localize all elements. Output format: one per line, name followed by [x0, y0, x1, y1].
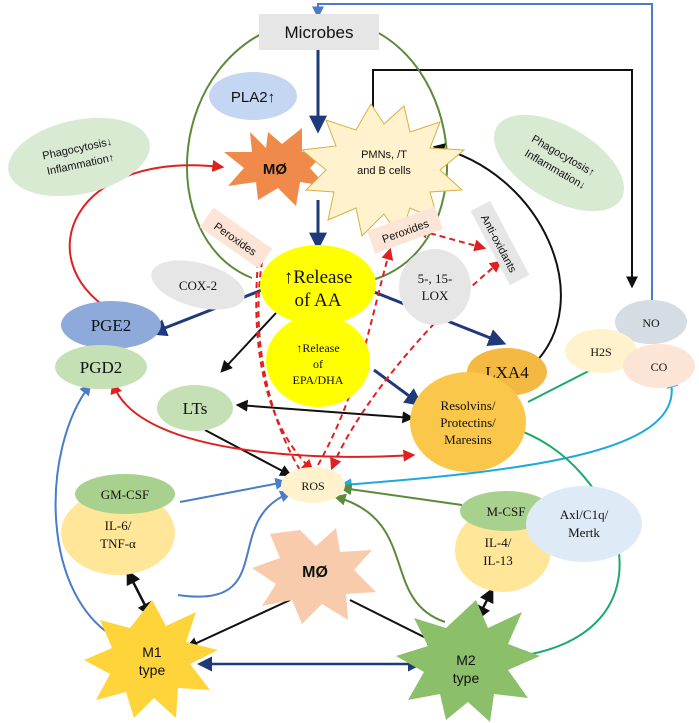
dashed-peroxides-left-ros [255, 261, 314, 472]
release-aa-line1: ↑Release [284, 267, 353, 288]
arrow-m2-to-ros [333, 493, 446, 623]
no-label: NO [642, 316, 660, 330]
dashed-antiox-ros [330, 260, 502, 471]
il4-line2: IL-13 [483, 553, 513, 568]
phagocytosis-right-node: Phagocytosis↑ Inflammation↓ [493, 114, 625, 212]
lox-label-line1: 5-, 15- [418, 271, 453, 286]
peroxides-left-node: Peroxides [199, 207, 273, 269]
m1-line1: M1 [142, 644, 162, 660]
m1-node: M1 type [84, 600, 218, 718]
release-aa-node: ↑Release of AA [260, 245, 376, 325]
resolvins-line1: Resolvins/ [441, 398, 496, 413]
release-epa-line3: EPA/DHA [293, 373, 344, 387]
arrow-lts-resolvins [235, 399, 415, 424]
cox2-label: COX-2 [179, 278, 217, 293]
arrow-lts-to-ros [204, 429, 293, 477]
mcsf-label: M-CSF [486, 504, 525, 519]
pmns-label-line2: and B cells [357, 165, 411, 177]
arrow-pge2-to-mo [68, 159, 225, 311]
pgd2-label: PGD2 [80, 358, 123, 377]
pge2-label: PGE2 [91, 316, 132, 335]
il6-line2: TNF-α [100, 536, 136, 551]
arrow-lxa4-to-pmns [432, 143, 562, 367]
pla2-node: PLA2↑ [209, 72, 297, 120]
dashed-ros-peroxides-left [257, 261, 301, 471]
arrow-green-left-loop [186, 18, 295, 279]
pge2-node: PGE2 [61, 301, 161, 349]
m2-line1: M2 [456, 652, 476, 668]
no-node: NO [615, 300, 687, 344]
il6-line1: IL-6/ [105, 518, 132, 533]
arrow-mcsf-to-ros [339, 483, 463, 506]
arrow-m1-to-pgd2 [54, 383, 121, 641]
h2s-label: H2S [590, 345, 611, 359]
pla2-label: PLA2↑ [231, 89, 275, 106]
il4-line1: IL-4/ [485, 535, 512, 550]
gmcsf-label: GM-CSF [101, 487, 149, 502]
ros-label: ROS [301, 479, 324, 493]
lts-node: LTs [157, 385, 233, 431]
release-epa-line2: of [313, 357, 323, 371]
resolvins-line3: Maresins [444, 432, 492, 447]
lox-node: 5-, 15- LOX [399, 249, 471, 325]
gmcsf-node: GM-CSF [75, 474, 175, 514]
antioxidants-node: Anti-oxidants [470, 200, 530, 286]
co-label: CO [651, 360, 668, 374]
dashed-antiox-peroxides [415, 226, 487, 252]
arrow-mo-to-m1 [185, 599, 291, 649]
arrow-co-ros [339, 375, 679, 491]
release-epa-line1: ↑Release [296, 341, 339, 355]
mo-top-node: MØ [224, 128, 328, 206]
lox-label-line2: LOX [422, 288, 449, 303]
release-aa-line2: of AA [295, 290, 342, 311]
resolvins-node: Resolvins/ Protectins/ Maresins [410, 372, 526, 472]
lxa4-label: LXA4 [485, 363, 529, 382]
resolvins-line2: Protectins/ [440, 415, 496, 430]
connectors [54, 3, 679, 672]
microbes-label: Microbes [285, 23, 354, 42]
release-epa-node: ↑Release of EPA/DHA [266, 315, 370, 407]
mo-center-label: MØ [302, 564, 328, 581]
cox2-node: COX-2 [151, 260, 245, 310]
microbes-node: Microbes [259, 14, 379, 50]
axl-line1: Axl/C1q/ [560, 507, 609, 522]
arrow-aa-to-lts [220, 312, 277, 373]
pmns-node: PMNs, /T and B cells [300, 103, 466, 240]
m1-line2: type [139, 662, 166, 678]
m2-node: M2 type [396, 600, 540, 722]
co-node: CO [623, 344, 695, 388]
mo-top-label: MØ [263, 161, 287, 178]
mo-center-node: MØ [252, 528, 376, 624]
pgd2-node: PGD2 [55, 345, 147, 389]
pmns-label-line1: PMNs, /T [361, 149, 407, 161]
m2-line2: type [453, 670, 480, 686]
ros-node: ROS [281, 467, 345, 503]
phagocytosis-left-node: Phagocytosis↓ Inflammation↑ [8, 117, 150, 197]
h2s-node: H2S [565, 329, 637, 373]
arrow-no-to-microbes [312, 3, 653, 300]
lts-label: LTs [183, 399, 208, 418]
arrow-pgd2-resolvins [110, 381, 416, 462]
axl-line2: Mertk [568, 525, 600, 540]
arrow-gmcsf-to-ros [179, 477, 288, 503]
arrow-pmns-to-no [372, 69, 638, 289]
axl-node: Axl/C1q/ Mertk [526, 486, 642, 562]
arrow-m1-to-ros [177, 490, 293, 598]
